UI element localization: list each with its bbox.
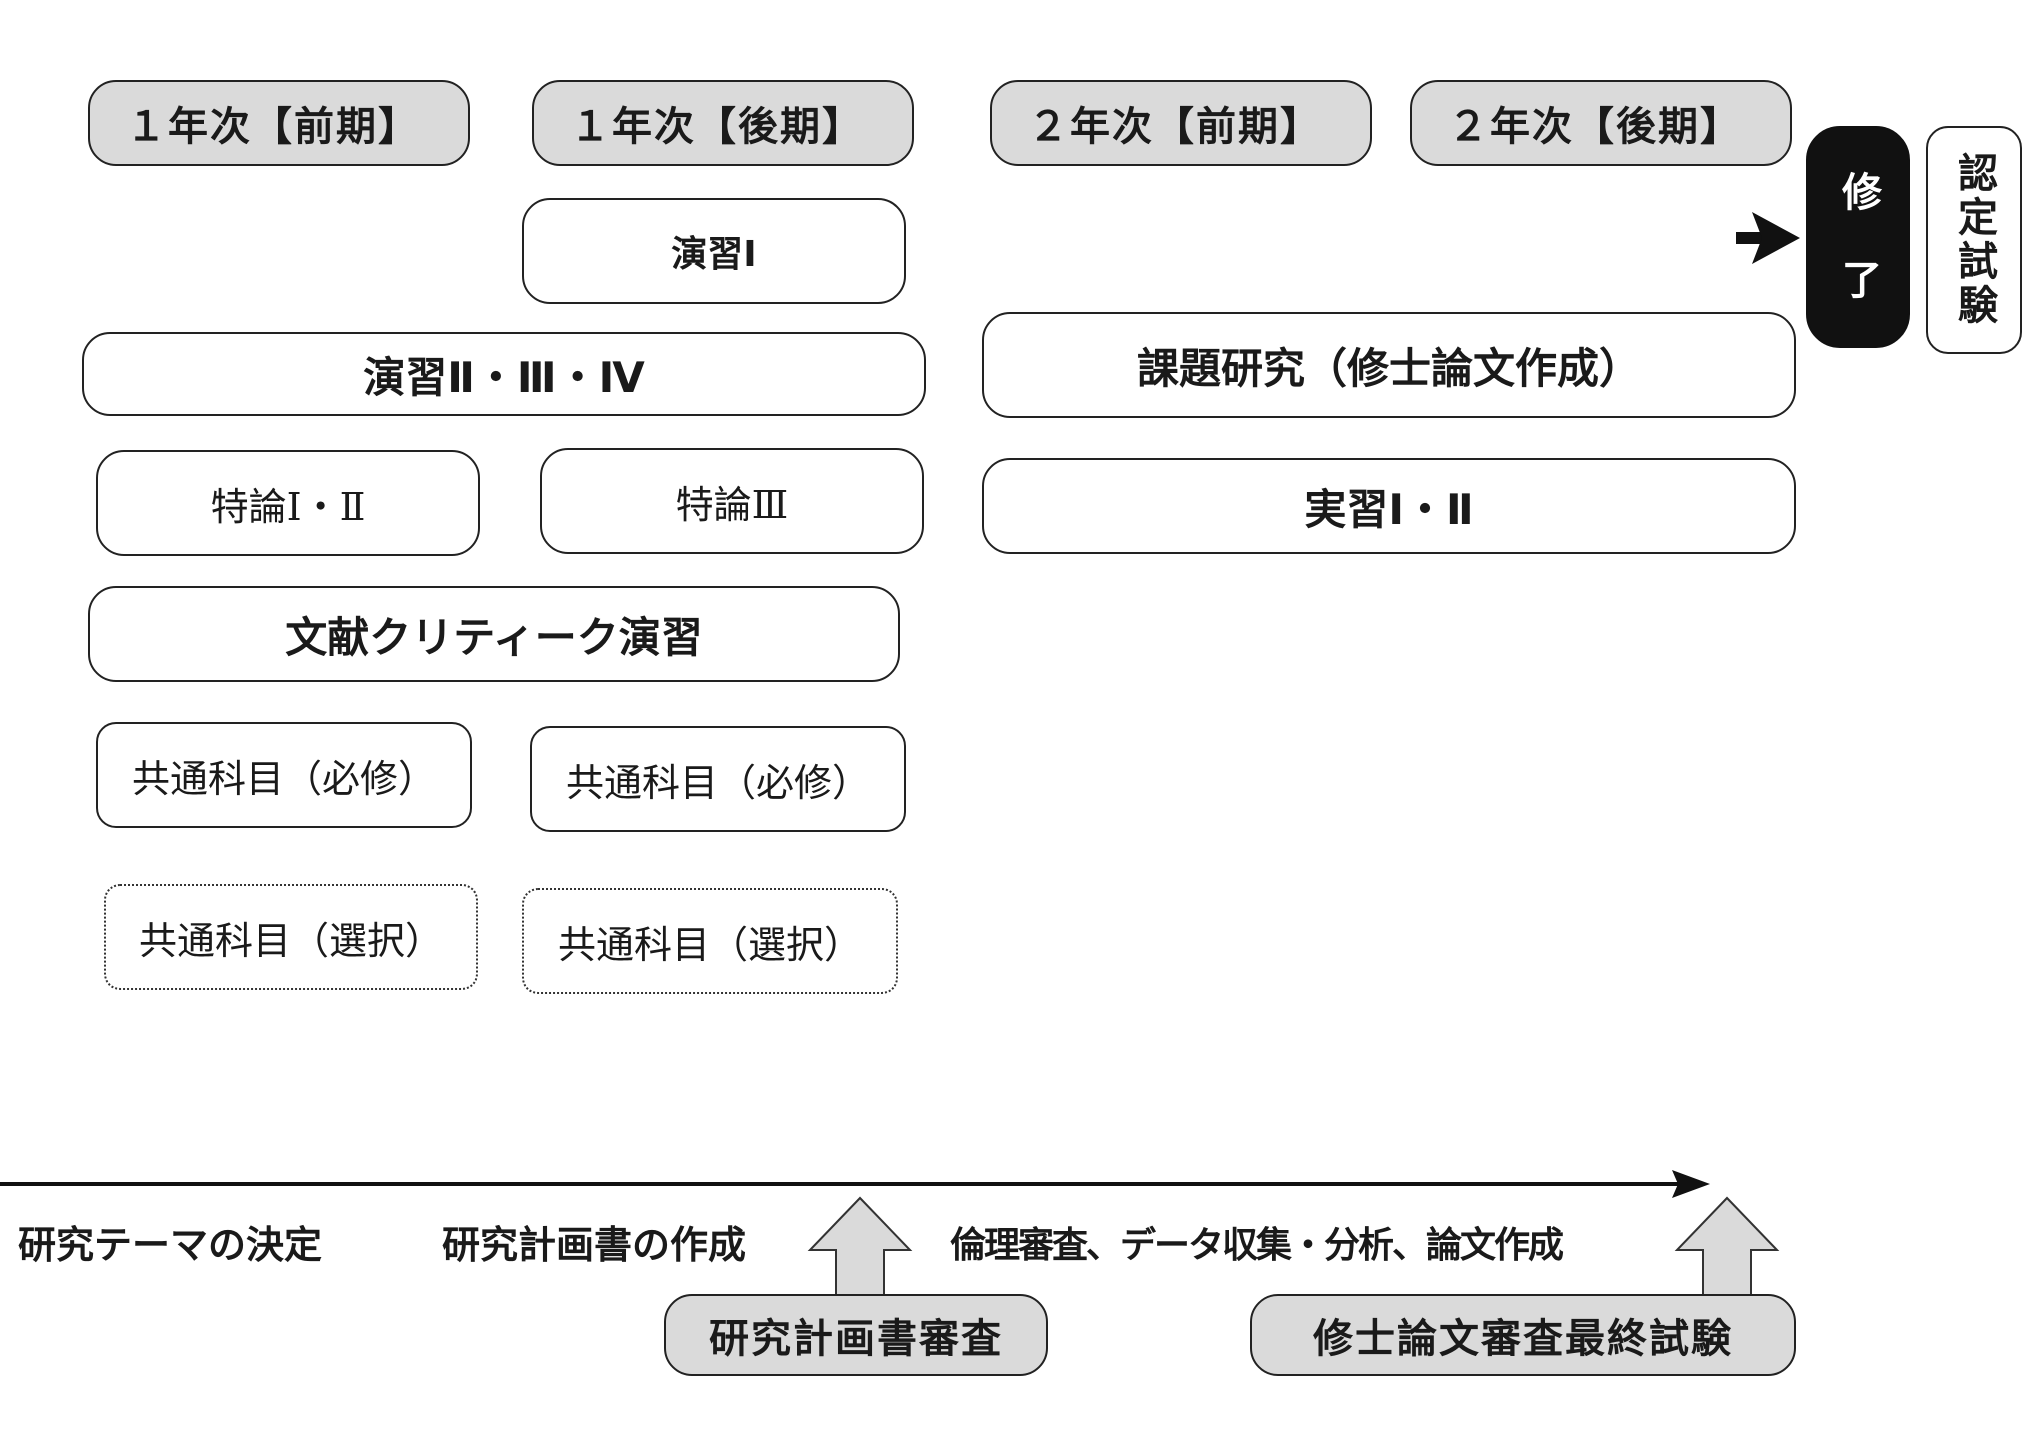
course-common-elective-2: 共通科目（選択） (522, 888, 898, 994)
completion-arrow-shaft (1736, 232, 1764, 244)
timeline-step-theme: 研究テーマの決定 (18, 1223, 323, 1267)
course-kadai-kenkyu: 課題研究（修士論文作成） (982, 312, 1796, 418)
plan-review-up-arrow (807, 1196, 913, 1299)
completion-label: 修 了 (1835, 171, 1881, 303)
certification-exam-box: 認定試験 (1926, 126, 2022, 354)
course-tokuron-3: 特論Ⅲ (540, 448, 924, 554)
completion-arrow-head (1752, 212, 1800, 264)
course-jisshu: 実習Ⅰ・Ⅱ (982, 458, 1796, 554)
course-tokuron-1-2: 特論Ⅰ・Ⅱ (96, 450, 480, 556)
course-tokuron-1-2-label: 特論Ⅰ・Ⅱ (210, 484, 366, 529)
course-enshu-1-label: 演習Ⅰ (671, 234, 757, 275)
header-year1-second-label: １年次【後期】 (570, 104, 864, 150)
header-year2-first-label: ２年次【前期】 (1028, 104, 1322, 150)
course-jisshu-label: 実習Ⅰ・Ⅱ (1304, 484, 1474, 534)
course-common-elective-1: 共通科目（選択） (104, 884, 478, 990)
completion-box: 修 了 (1806, 126, 1910, 348)
certification-exam-label: 認定試験 (1951, 152, 1997, 328)
header-year2-second: ２年次【後期】 (1410, 80, 1792, 166)
course-bunken-critique: 文献クリティーク演習 (88, 586, 900, 682)
thesis-review-up-arrow (1674, 1196, 1780, 1299)
course-enshu-1: 演習Ⅰ (522, 198, 906, 304)
course-common-required-2: 共通科目（必修） (530, 726, 906, 832)
thesis-review-label: 修士論文審査最終試験 (1313, 1316, 1733, 1362)
course-common-elective-1-label: 共通科目（選択） (138, 918, 443, 963)
course-common-required-1-label: 共通科目（必修） (131, 756, 436, 801)
plan-review-label: 研究計画書審査 (709, 1316, 1003, 1362)
timeline-arrowhead (1672, 1170, 1710, 1198)
header-year2-second-label: ２年次【後期】 (1448, 104, 1742, 150)
header-year1-first: １年次【前期】 (88, 80, 470, 166)
timeline-step-research: 倫理審査、データ収集・分析、論文作成 (950, 1225, 1564, 1266)
course-kadai-kenkyu-label: 課題研究（修士論文作成） (1136, 343, 1641, 393)
course-enshu-2-3-4: 演習Ⅱ・Ⅲ・Ⅳ (82, 332, 926, 416)
course-common-elective-2-label: 共通科目（選択） (557, 922, 862, 967)
header-year1-first-label: １年次【前期】 (126, 104, 420, 150)
thesis-review-box: 修士論文審査最終試験 (1250, 1294, 1796, 1376)
header-year1-second: １年次【後期】 (532, 80, 914, 166)
course-tokuron-3-label: 特論Ⅲ (675, 482, 789, 527)
plan-review-box: 研究計画書審査 (664, 1294, 1048, 1376)
header-year2-first: ２年次【前期】 (990, 80, 1372, 166)
timeline-step-plan: 研究計画書の作成 (442, 1223, 747, 1267)
course-common-required-1: 共通科目（必修） (96, 722, 472, 828)
course-bunken-critique-label: 文献クリティーク演習 (285, 612, 703, 662)
course-common-required-2-label: 共通科目（必修） (565, 760, 870, 805)
course-enshu-2-3-4-label: 演習Ⅱ・Ⅲ・Ⅳ (363, 352, 645, 402)
